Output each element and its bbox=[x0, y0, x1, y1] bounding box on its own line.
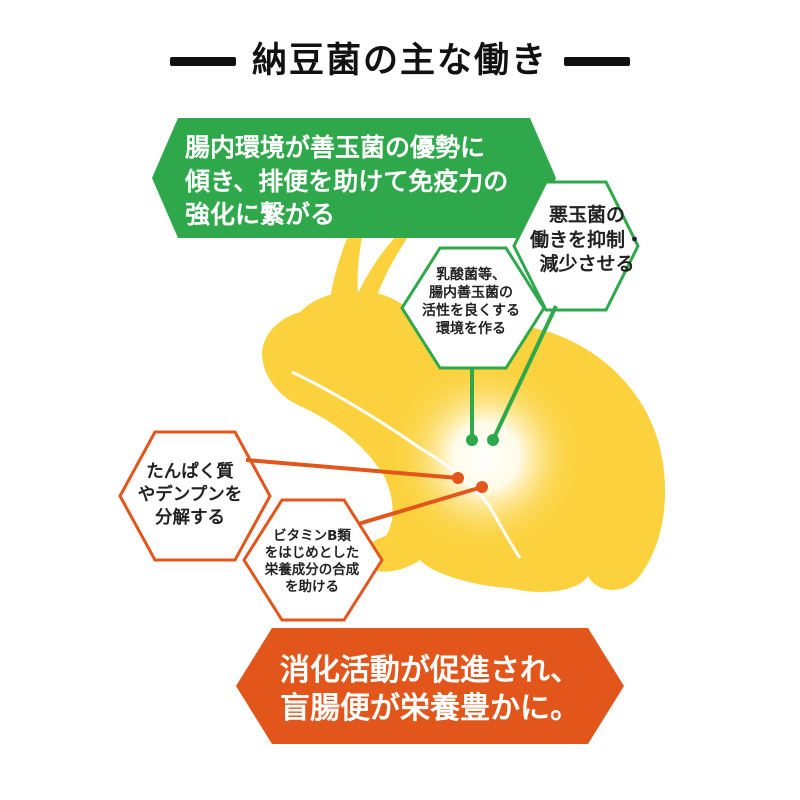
top-effect-banner bbox=[152, 118, 556, 238]
title-right-bar bbox=[564, 57, 630, 66]
evil-bacteria-hexagon bbox=[512, 180, 640, 312]
lactic-bacteria-hexagon bbox=[400, 246, 546, 370]
vitamin-b-leader-dot bbox=[476, 481, 488, 493]
vitamin-b-hexagon bbox=[242, 498, 384, 622]
bottom-effect-text: 消化活動が促進され、 盲腸便が栄養豊かに。 bbox=[279, 653, 581, 727]
evil-bacteria-text: 悪玉菌の 働きを抑制・ 減少させる bbox=[529, 204, 644, 276]
starch-leader-line bbox=[245, 458, 459, 480]
evil-leader-dot bbox=[487, 434, 499, 446]
lactic-bacteria-text: 乳酸菌等、 腸内善玉菌の 活性を良くする 環境を作る bbox=[422, 267, 520, 337]
starch-hexagon bbox=[118, 430, 272, 562]
top-effect-text: 腸内環境が善玉菌の優勢に 傾き、排便を助けて免疫力の 強化に繋がる bbox=[185, 133, 509, 229]
page-title: 納豆菌の主な働き bbox=[0, 44, 800, 79]
lactic-leader-dot bbox=[466, 434, 478, 446]
rabbit-silhouette-icon bbox=[262, 208, 666, 592]
evil-leader-line bbox=[491, 305, 558, 441]
starch-text: たんぱく質 やデンプンを 分解する bbox=[137, 462, 243, 528]
vitamin-b-leader-line bbox=[357, 485, 483, 526]
title-left-bar bbox=[169, 57, 236, 66]
title-text: 納豆菌の主な働き bbox=[251, 41, 548, 81]
bottom-effect-banner bbox=[236, 628, 624, 744]
vitamin-b-text: ビタミンB類 をはじめとした 栄養成分の合成 を助ける bbox=[264, 528, 360, 595]
starch-leader-dot bbox=[452, 472, 464, 484]
